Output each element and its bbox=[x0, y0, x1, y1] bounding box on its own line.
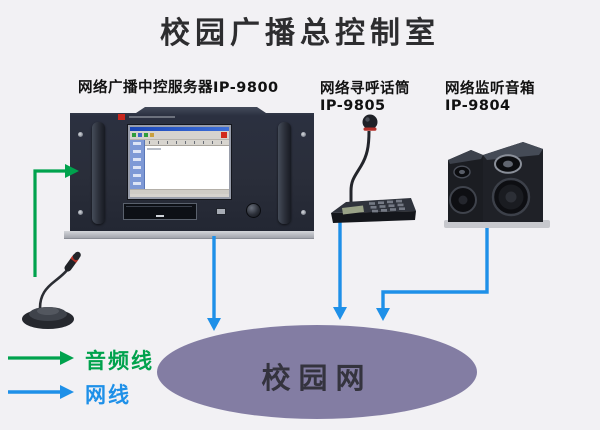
toolbar-icon bbox=[150, 133, 154, 137]
legend-network-label: 网线 bbox=[85, 383, 131, 407]
cd-drive bbox=[123, 203, 197, 220]
window-main bbox=[145, 140, 229, 189]
diagram-title: 校园广播总控制室 bbox=[160, 16, 440, 51]
monitor-speaker-label: 网络监听音箱 IP-9804 bbox=[445, 81, 535, 115]
paging-mic-label-text: 网络寻呼话筒 bbox=[320, 81, 410, 97]
window-toolbar bbox=[130, 131, 229, 140]
monitor-speaker-label-text: 网络监听音箱 bbox=[445, 81, 535, 97]
desk-microphone bbox=[22, 251, 81, 329]
usb-port bbox=[216, 208, 226, 215]
toolbar-icon bbox=[132, 133, 136, 137]
screw-icon bbox=[78, 132, 83, 137]
window-body bbox=[130, 140, 229, 189]
speaker-left-icon bbox=[448, 150, 483, 222]
network-cable-server-to-cloud bbox=[207, 236, 221, 331]
audio-cable-mic-to-server bbox=[33, 164, 79, 277]
legend-audio-label: 音频线 bbox=[85, 349, 154, 373]
window-content bbox=[145, 146, 229, 189]
paging-mic-model: IP-9805 bbox=[320, 98, 386, 114]
legend-network-arrow-icon bbox=[8, 385, 74, 399]
campus-network-cloud bbox=[157, 325, 477, 419]
screw-icon bbox=[301, 132, 306, 137]
window-statusbar bbox=[130, 189, 229, 194]
rack-base-plinth bbox=[64, 231, 314, 239]
rack-handle-right bbox=[278, 122, 291, 224]
paging-mic-label: 网络寻呼话筒 IP-9805 bbox=[320, 81, 410, 115]
screw-icon bbox=[301, 210, 306, 215]
monitor-speaker-model: IP-9804 bbox=[445, 98, 511, 114]
toolbar-icon bbox=[138, 133, 142, 137]
toolbar-icon bbox=[144, 133, 148, 137]
network-cable-pagingmic-to-cloud bbox=[333, 219, 347, 320]
window-sidebar bbox=[130, 140, 145, 189]
server-label-text: 网络广播中控服务器IP-9800 bbox=[78, 80, 279, 96]
brand-logo-text bbox=[129, 116, 175, 118]
brand-logo-icon bbox=[118, 114, 125, 120]
legend-audio-arrow-icon bbox=[8, 351, 74, 365]
network-cable-speaker-to-cloud bbox=[376, 224, 489, 321]
control-software-screen bbox=[128, 125, 231, 199]
window-titlebar bbox=[130, 127, 229, 131]
paging-microphone bbox=[331, 114, 416, 223]
screw-icon bbox=[78, 210, 83, 215]
power-knob bbox=[246, 203, 261, 218]
speaker-right-icon bbox=[483, 142, 543, 222]
server-rack-device bbox=[70, 107, 314, 231]
server-label: 网络广播中控服务器IP-9800 bbox=[78, 80, 279, 97]
record-button-icon bbox=[221, 132, 227, 138]
campus-network-label: 校园网 bbox=[261, 361, 373, 395]
monitor-speakers bbox=[444, 142, 550, 228]
rack-handle-left bbox=[92, 122, 105, 224]
column-header-row bbox=[145, 140, 229, 146]
